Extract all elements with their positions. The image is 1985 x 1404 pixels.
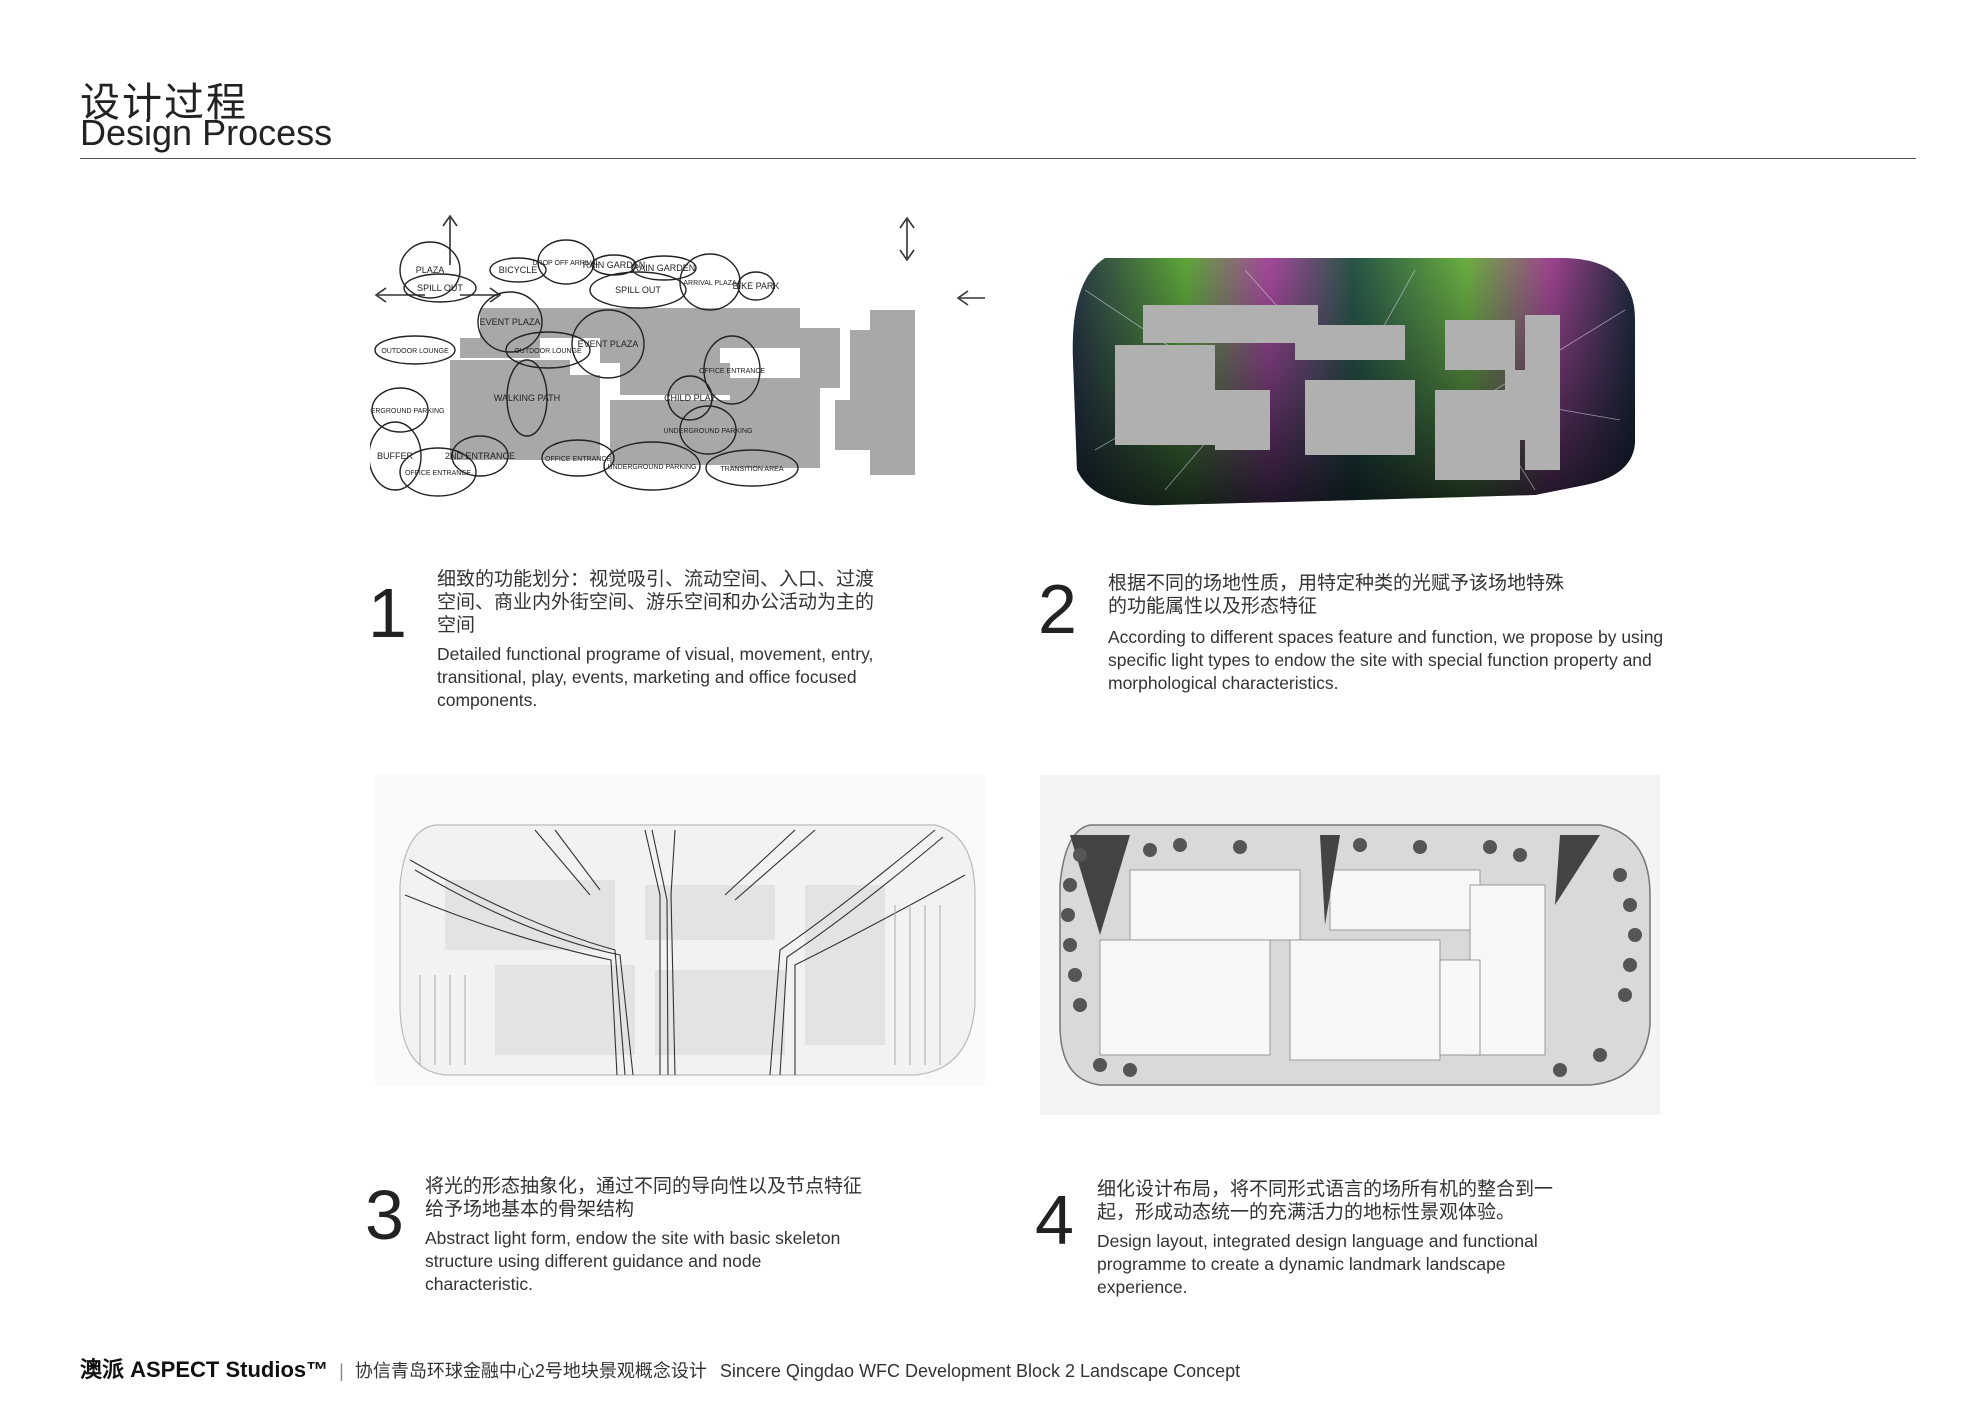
- tree-icon: [1063, 878, 1077, 892]
- tree-icon: [1628, 928, 1642, 942]
- detailed-layout-plan: [1040, 775, 1660, 1115]
- sketch-label: RAIN GARDEN: [633, 263, 696, 273]
- sketch-label: EVENT PLAZA: [480, 317, 541, 327]
- sketch-label: UNDERGROUND PARKING: [370, 408, 444, 415]
- skeleton-structure-plan: [375, 775, 985, 1085]
- tree-icon: [1623, 958, 1637, 972]
- sketch-bubble: [451, 435, 509, 477]
- step-1-cn: 细致的功能划分：视觉吸引、流动空间、入口、过渡空间、商业内外街空间、游乐空间和办…: [437, 569, 875, 636]
- sketch-label: OFFICE ENTRANCE: [545, 456, 611, 463]
- sketch-label: RAIN GARDEN: [583, 260, 646, 270]
- step-1-en: Detailed functional programe of visual, …: [437, 644, 874, 710]
- sketch-bubble: [667, 375, 713, 421]
- light-concept-image: [1065, 250, 1640, 510]
- page-title-cn: 设计过程: [80, 81, 248, 125]
- sketch-bubble: [603, 441, 701, 491]
- sketch-label: SPILL OUT: [615, 285, 661, 295]
- sketch-bubble: [399, 447, 477, 497]
- tree-icon: [1073, 848, 1087, 862]
- tree-icon: [1093, 1058, 1107, 1072]
- footer-separator: |: [339, 1361, 344, 1381]
- sketch-label: OUTDOOR LOUNGE: [381, 348, 449, 355]
- sketch-bubble: [541, 439, 615, 477]
- footer: 澳派 ASPECT Studios™ | 协信青岛环球金融中心2号地块景观概念设…: [80, 1352, 1240, 1384]
- sketch-bubble: [477, 291, 543, 353]
- tree-icon: [1618, 988, 1632, 1002]
- sketch-bubble: [591, 254, 637, 276]
- tree-icon: [1068, 968, 1082, 982]
- sketch-bubble: [589, 271, 687, 309]
- tree-icon: [1173, 838, 1187, 852]
- sketch-bubble: [374, 335, 456, 365]
- sketch-bubble: [705, 449, 799, 487]
- sketch-label: CHILD PLAY: [664, 393, 716, 403]
- sketch-label: UNDERGROUND PARKING: [608, 464, 697, 471]
- step-3-text: 将光的形态抽象化，通过不同的导向性以及节点特征给予场地基本的骨架结构 Abstr…: [425, 1175, 875, 1296]
- step-2-text: 根据不同的场地性质，用特定种类的光赋予该场地特殊的功能属性以及形态特征 Acco…: [1108, 572, 1718, 695]
- sketch-label: OFFICE ENTRANCE: [699, 368, 765, 375]
- sketch-bubble: [537, 239, 595, 285]
- sketch-bubble: [703, 335, 761, 405]
- tree-icon: [1353, 838, 1367, 852]
- tree-icon: [1483, 840, 1497, 854]
- sketch-label: TRANSITION AREA: [720, 466, 783, 473]
- tree-icon: [1553, 1063, 1567, 1077]
- step-3-cn: 将光的形态抽象化，通过不同的导向性以及节点特征给予场地基本的骨架结构: [425, 1176, 863, 1220]
- step-2-en: According to different spaces feature an…: [1108, 627, 1664, 693]
- sketch-label: BICYCLE: [499, 265, 538, 275]
- tree-icon: [1613, 868, 1627, 882]
- sketch-bubble: [489, 257, 547, 283]
- page-title-en: Design Process: [80, 112, 333, 153]
- tree-icon: [1593, 1048, 1607, 1062]
- sketch-label: BIKE PARK: [733, 281, 780, 291]
- sketch-bubble: [571, 309, 645, 379]
- tree-icon: [1623, 898, 1637, 912]
- tree-icon: [1233, 840, 1247, 854]
- sketch-bubble: [679, 405, 737, 455]
- step-number-2: 2: [1038, 570, 1077, 648]
- step-number-4: 4: [1035, 1181, 1074, 1259]
- step-4-en: Design layout, integrated design languag…: [1097, 1231, 1538, 1297]
- step-1-text: 细致的功能划分：视觉吸引、流动空间、入口、过渡空间、商业内外街空间、游乐空间和办…: [437, 568, 887, 712]
- sketch-label: DROP OFF ARRIVAL: [532, 260, 599, 267]
- footer-brand: 澳派 ASPECT Studios™: [80, 1357, 329, 1382]
- tree-icon: [1143, 843, 1157, 857]
- tree-icon: [1061, 908, 1075, 922]
- sketch-bubble: [371, 387, 429, 433]
- sketch-label: SPILL OUT: [417, 283, 463, 293]
- sketch-bubble: [506, 359, 548, 437]
- tree-icon: [1413, 840, 1427, 854]
- sketch-bubble: [399, 241, 461, 299]
- sketch-label: ARRIVAL PLAZA: [683, 280, 737, 287]
- step-4-text: 细化设计布局，将不同形式语言的场所有机的整合到一起，形成动态统一的充满活力的地标…: [1097, 1178, 1597, 1299]
- sketch-label: UNDERGROUND PARKING: [664, 428, 753, 435]
- step-number-3: 3: [365, 1176, 404, 1254]
- sketch-bubble: [403, 273, 477, 303]
- tree-icon: [1513, 848, 1527, 862]
- sketch-bubble: [505, 331, 591, 369]
- sketch-label: BUFFER: [377, 451, 414, 461]
- tree-icon: [1123, 1063, 1137, 1077]
- tree-icon: [1063, 938, 1077, 952]
- step-2-cn: 根据不同的场地性质，用特定种类的光赋予该场地特殊的功能属性以及形态特征: [1108, 573, 1565, 617]
- step-number-1: 1: [368, 574, 407, 652]
- sketch-label: PLAZA: [416, 265, 445, 275]
- step-3-en: Abstract light form, endow the site with…: [425, 1228, 841, 1294]
- sketch-label: OFFICE ENTRANCE: [405, 470, 471, 477]
- footer-project-cn: 协信青岛环球金融中心2号地块景观概念设计: [354, 1361, 707, 1381]
- step-4-cn: 细化设计布局，将不同形式语言的场所有机的整合到一起，形成动态统一的充满活力的地标…: [1097, 1179, 1554, 1223]
- sketch-label: OUTDOOR LOUNGE: [514, 348, 582, 355]
- sketch-bubble: [737, 271, 775, 301]
- sketch-label: 2ND ENTRANCE: [445, 451, 515, 461]
- sketch-bubble: [631, 255, 697, 281]
- sketch-bubble: [679, 253, 741, 311]
- sketch-label: WALKING PATH: [494, 393, 560, 403]
- footer-project-en: Sincere Qingdao WFC Development Block 2 …: [719, 1361, 1241, 1381]
- sketch-label: EVENT PLAZA: [578, 339, 639, 349]
- header-divider: [80, 158, 1916, 159]
- tree-icon: [1073, 998, 1087, 1012]
